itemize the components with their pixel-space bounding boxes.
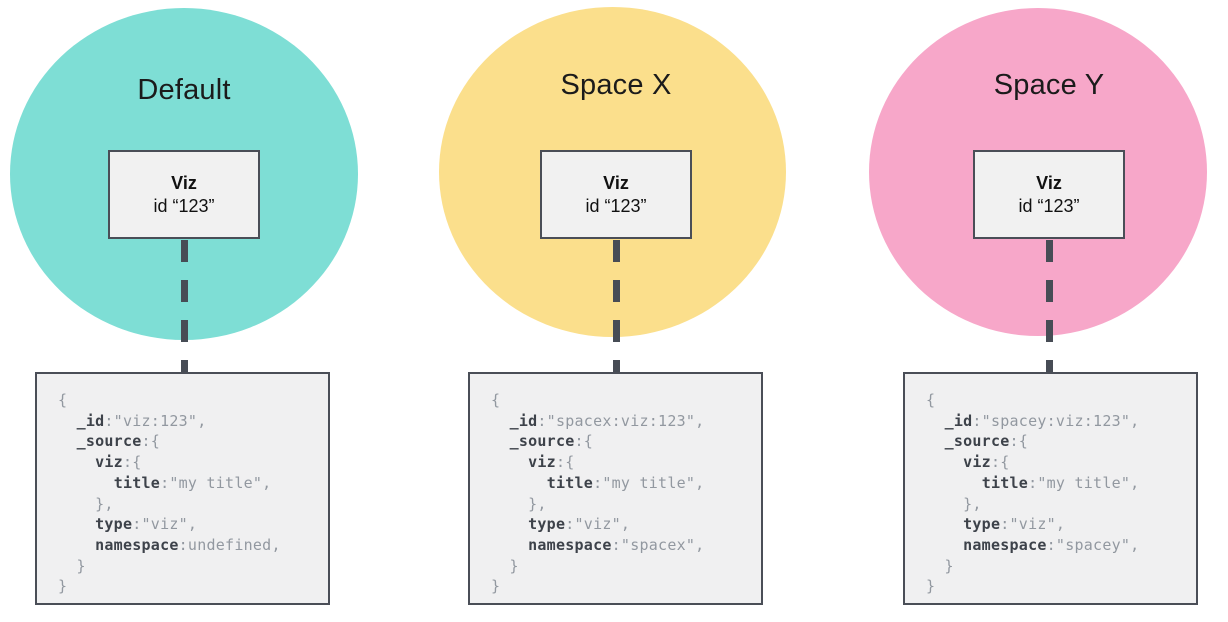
code-line: } [491, 556, 519, 575]
code-line: viz:{ [95, 453, 142, 472]
code-line: type:"viz", [963, 515, 1066, 534]
code-line: _source:{ [944, 432, 1029, 451]
connector-dashed-line [613, 240, 620, 375]
code-line: _source:{ [76, 432, 161, 451]
code-line: } [491, 577, 501, 596]
code-line: viz:{ [528, 453, 575, 472]
viz-node-label: Viz [603, 173, 629, 193]
space-title: Default [137, 74, 231, 106]
code-line: namespace:undefined, [95, 535, 281, 554]
viz-node-label: Viz [1036, 173, 1062, 193]
saved-object-json: { _id:"viz:123", _source:{ viz:{ title:"… [35, 372, 330, 605]
code-line: } [58, 556, 86, 575]
code-line: } [926, 577, 936, 596]
code-line: { [926, 391, 936, 409]
code-line: }, [491, 494, 547, 513]
saved-object-json: { _id:"spacey:viz:123", _source:{ viz:{ … [903, 372, 1198, 605]
code-line: } [926, 556, 954, 575]
code-line: } [58, 577, 68, 596]
code-line: _source:{ [509, 432, 594, 451]
space-title: Space Y [993, 69, 1105, 101]
viz-node: Viz id “123” [108, 150, 260, 239]
code-line: }, [926, 494, 982, 513]
code-line: _id:"spacex:viz:123", [509, 411, 705, 430]
code-line: _id:"spacey:viz:123", [944, 411, 1140, 430]
code-line: { [58, 391, 68, 409]
viz-node: Viz id “123” [540, 150, 692, 239]
code-line: type:"viz", [528, 515, 631, 534]
viz-node: Viz id “123” [973, 150, 1125, 239]
viz-node-label: Viz [171, 173, 197, 193]
space-title: Space X [560, 69, 672, 101]
code-line: { [491, 391, 501, 409]
code-line: viz:{ [963, 453, 1010, 472]
code-line: title:"my title", [546, 473, 705, 492]
saved-object-json: { _id:"spacex:viz:123", _source:{ viz:{ … [468, 372, 763, 605]
connector-dashed-line [1046, 240, 1053, 375]
code-line: }, [58, 494, 114, 513]
viz-node-id: id “123” [153, 196, 215, 216]
code-line: namespace:"spacey", [963, 535, 1140, 554]
code-line: type:"viz", [95, 515, 198, 534]
viz-node-id: id “123” [585, 196, 647, 216]
code-line: title:"my title", [981, 473, 1140, 492]
viz-node-id: id “123” [1018, 196, 1080, 216]
connector-dashed-line [181, 240, 188, 375]
code-line: namespace:"spacex", [528, 535, 705, 554]
code-line: title:"my title", [113, 473, 272, 492]
code-line: _id:"viz:123", [76, 411, 207, 430]
